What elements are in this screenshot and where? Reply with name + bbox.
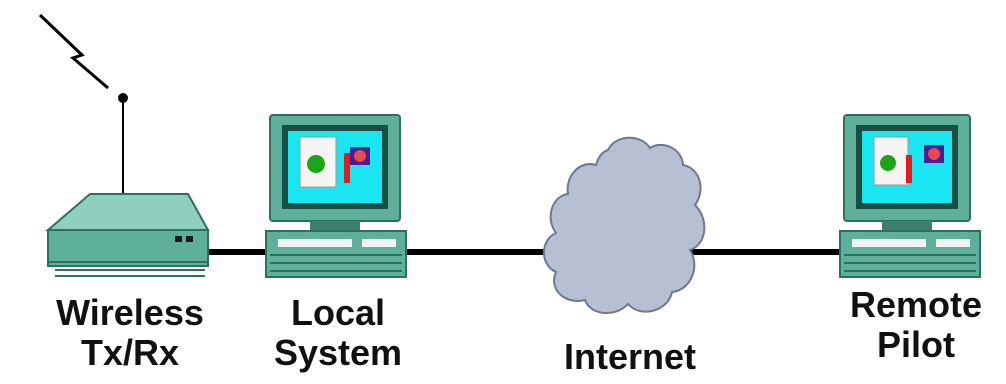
antenna-icon	[118, 93, 128, 200]
wireless-transceiver	[45, 193, 210, 277]
label-local-system: Local System	[273, 292, 403, 373]
label-internet: Internet	[563, 336, 696, 377]
radio-signal-icon	[38, 13, 109, 90]
label-wireless: Wireless Tx/Rx	[56, 292, 204, 373]
local-computer	[265, 114, 407, 278]
cloud-icon	[543, 136, 706, 314]
label-remote-pilot: Remote Pilot	[849, 284, 983, 365]
remote-computer	[839, 114, 981, 278]
